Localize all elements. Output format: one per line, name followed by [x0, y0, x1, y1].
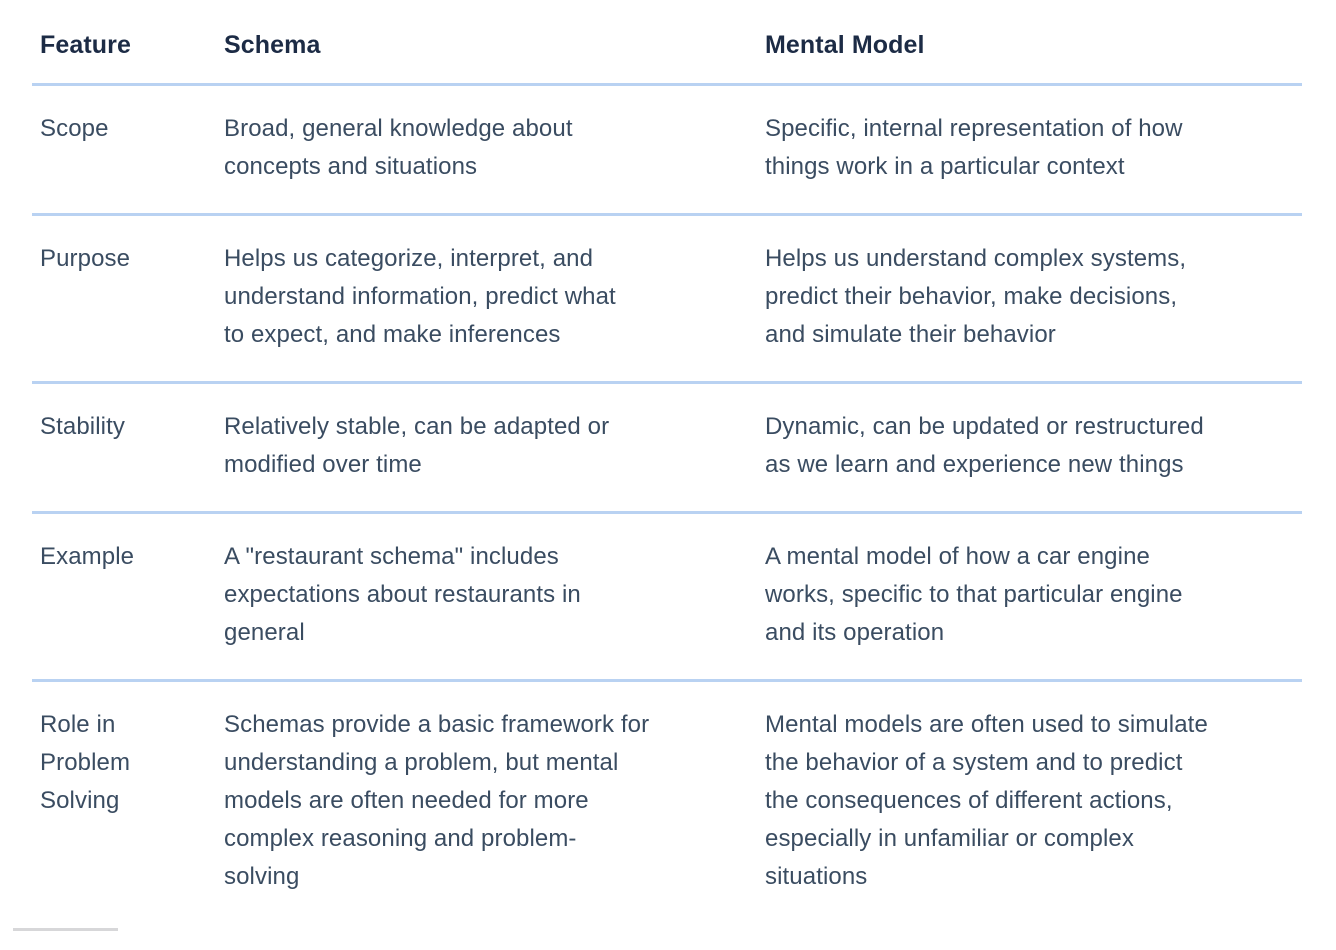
header-cell-mental-model: Mental Model [765, 31, 925, 59]
table-row-role-in-problem-solving: Role in Problem Solving Schemas provide … [32, 679, 1302, 923]
feature-cell: Role in Problem Solving [40, 711, 131, 814]
schema-cell: A "restaurant schema" includes expectati… [224, 543, 581, 646]
mental-model-cell: Specific, internal representation of how… [765, 115, 1183, 180]
schema-cell: Relatively stable, can be adapted or mod… [224, 413, 610, 478]
mental-model-cell: Helps us understand complex systems, pre… [765, 245, 1187, 348]
mental-model-cell: Dynamic, can be updated or restructured … [765, 413, 1204, 478]
table-row-example: Example A "restaurant schema" includes e… [32, 511, 1302, 679]
mental-model-cell: Mental models are often used to simulate… [765, 711, 1208, 890]
table-header-row: Feature Schema Mental Model [32, 0, 1302, 83]
header-cell-schema: Schema [224, 31, 321, 59]
feature-cell: Example [40, 543, 135, 570]
table-row-stability: Stability Relatively stable, can be adap… [32, 381, 1302, 511]
schema-cell: Broad, general knowledge about concepts … [224, 115, 573, 180]
feature-cell: Purpose [40, 245, 131, 272]
mental-model-cell: A mental model of how a car engine works… [765, 543, 1183, 646]
feature-cell: Scope [40, 115, 109, 142]
header-cell-feature: Feature [40, 31, 132, 59]
comparison-table: Feature Schema Mental Model Scope Broad,… [32, 0, 1302, 923]
partial-divider [13, 928, 118, 931]
schema-cell: Helps us categorize, interpret, and unde… [224, 245, 616, 348]
table-row-scope: Scope Broad, general knowledge about con… [32, 83, 1302, 213]
feature-cell: Stability [40, 413, 125, 440]
schema-cell: Schemas provide a basic framework for un… [224, 711, 650, 890]
table-row-purpose: Purpose Helps us categorize, interpret, … [32, 213, 1302, 381]
